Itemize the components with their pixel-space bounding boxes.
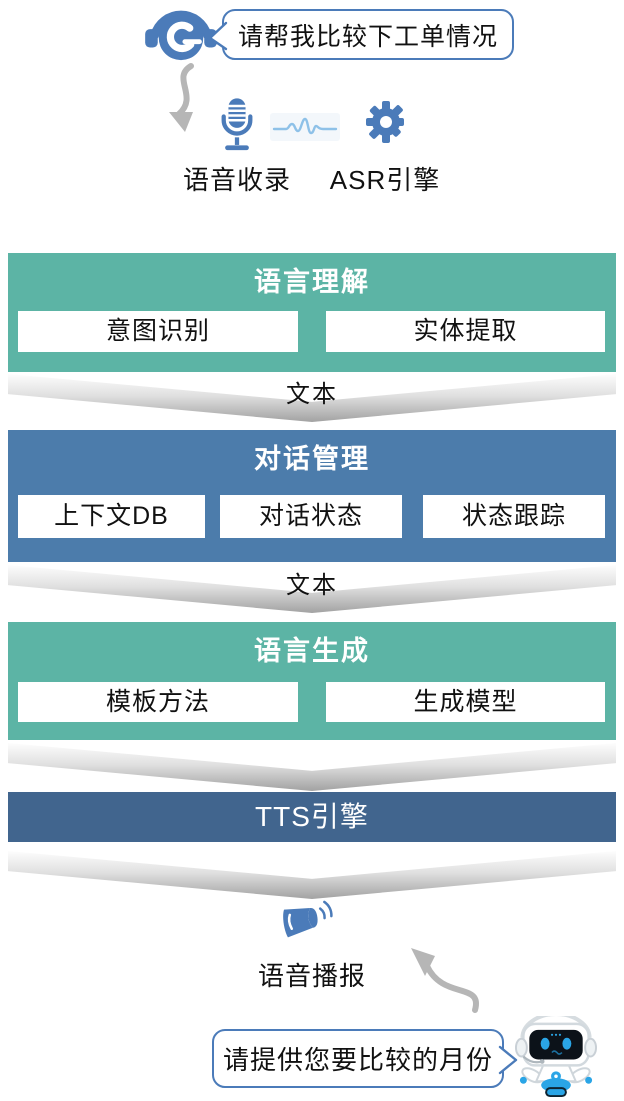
curved-arrow-up-icon [411, 948, 480, 1013]
bubble-tail-right-icon [498, 1045, 518, 1075]
user-query-text: 请帮我比较下工单情况 [237, 22, 498, 51]
asr-engine-label: ASR引擎 [329, 165, 441, 195]
stage-nlg-title: 语言生成 [254, 636, 370, 666]
flow-arrow-dm-to-nlg: 文本 [8, 565, 616, 613]
robot-assistant-icon [514, 1016, 598, 1098]
flow-arrow-nlu-to-dm: 文本 [8, 374, 616, 422]
voice-broadcast-label: 语音播报 [257, 961, 366, 991]
stage-dm: 对话管理 上下文DB 对话状态 状态跟踪 [8, 430, 616, 562]
stage-tts: TTS引擎 [8, 792, 616, 842]
flow-arrow-nlg-to-tts [8, 743, 616, 791]
dm-item-dialog-state: 对话状态 [220, 495, 402, 538]
assistant-reply-text: 请提供您要比较的月份 [222, 1045, 493, 1075]
stage-dm-title: 对话管理 [254, 444, 370, 474]
nlg-item-template: 模板方法 [18, 682, 298, 722]
headset-agent-icon [145, 10, 217, 61]
stage-tts-title: TTS引擎 [255, 801, 369, 832]
megaphone-icon [283, 900, 333, 938]
bubble-tail-left-icon [208, 21, 228, 51]
assistant-reply-bubble: 请提供您要比较的月份 [212, 1029, 518, 1088]
curved-arrow-down-icon [169, 63, 194, 132]
dm-item-context-db: 上下文DB [18, 495, 205, 538]
nlu-item-intent: 意图识别 [18, 311, 298, 352]
flow-arrow-tts-to-output [8, 851, 616, 899]
user-query-bubble: 请帮我比较下工单情况 [208, 9, 514, 60]
nlg-item-generative: 生成模型 [326, 682, 605, 722]
voice-record-label: 语音收录 [182, 165, 291, 195]
microphone-icon [221, 98, 253, 151]
stage-nlu-title: 语言理解 [254, 267, 370, 297]
waveform-icon [270, 113, 340, 141]
nlu-item-entity: 实体提取 [326, 311, 605, 352]
connector-text-label: 文本 [286, 381, 338, 408]
connector-text-label: 文本 [286, 572, 338, 599]
stage-nlu: 语言理解 意图识别 实体提取 [8, 253, 616, 372]
stage-nlg: 语言生成 模板方法 生成模型 [8, 622, 616, 740]
gear-icon [366, 101, 404, 143]
dm-item-state-tracking: 状态跟踪 [423, 495, 605, 538]
